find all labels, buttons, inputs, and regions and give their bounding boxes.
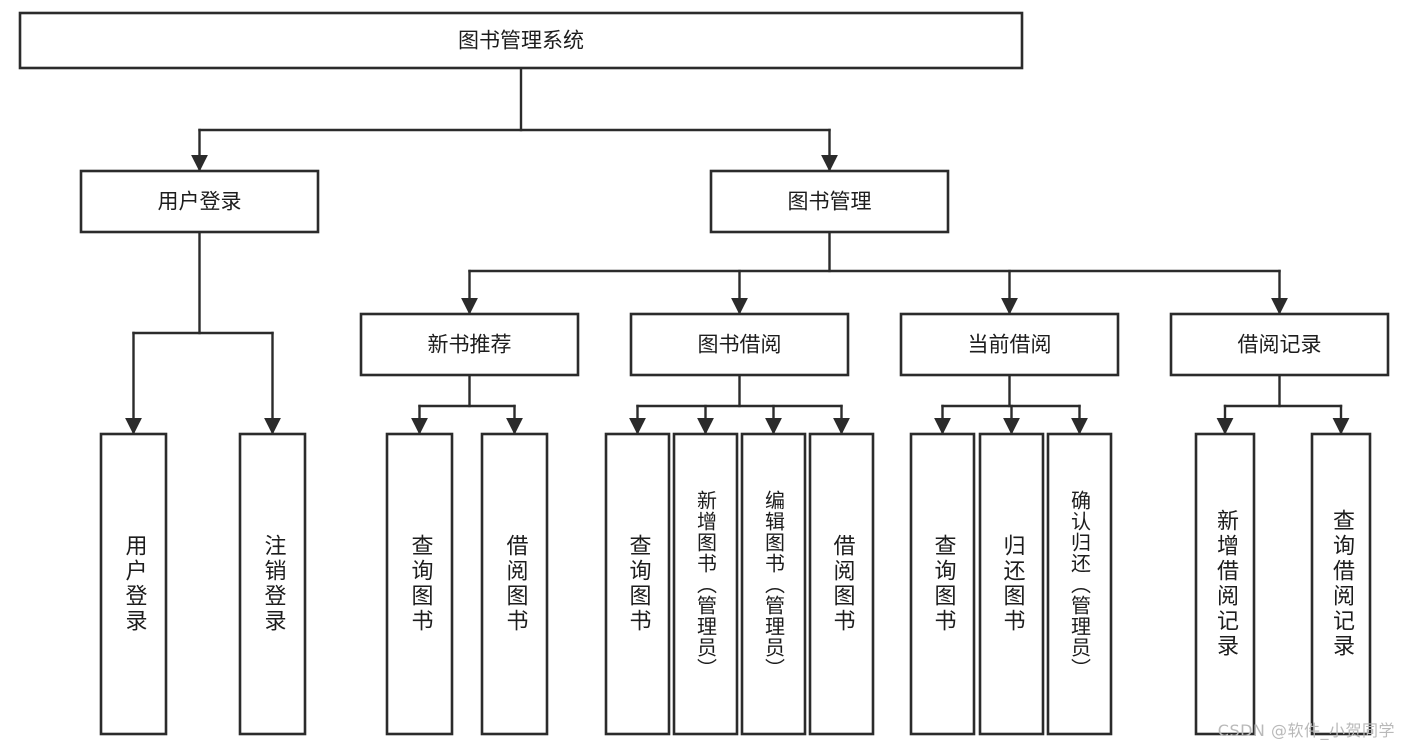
- level3-node-label: 新书推荐: [428, 333, 512, 357]
- leaf-node-box[interactable]: [1046, 432, 1113, 736]
- level3-node-label: 借阅记录: [1238, 333, 1322, 357]
- level3-node-box[interactable]: [1169, 312, 1390, 377]
- level2-node-box[interactable]: [79, 169, 320, 234]
- leaf-node-box[interactable]: [909, 432, 976, 736]
- connector-layer: [125, 66, 1350, 435]
- leaf-node-box[interactable]: [1310, 432, 1372, 736]
- level3-node-box[interactable]: [899, 312, 1120, 377]
- leaf-node-box[interactable]: [1194, 432, 1256, 736]
- node-box-layer: [18, 11, 1390, 736]
- leaf-node-box[interactable]: [978, 432, 1045, 736]
- leaf-node-box[interactable]: [740, 432, 807, 736]
- leaf-node-box[interactable]: [99, 432, 168, 736]
- watermark: CSDN @软件_小贺同学: [1217, 721, 1395, 740]
- root-node-label: 图书管理系统: [458, 29, 584, 53]
- level3-node-box[interactable]: [359, 312, 580, 377]
- level3-node-box[interactable]: [629, 312, 850, 377]
- level2-node-box[interactable]: [709, 169, 950, 234]
- leaf-node-box[interactable]: [808, 432, 875, 736]
- root-node-box[interactable]: [18, 11, 1024, 70]
- level2-node-label: 用户登录: [158, 190, 242, 214]
- level2-node-label: 图书管理: [788, 190, 872, 214]
- level3-node-label: 当前借阅: [968, 333, 1052, 357]
- leaf-node-box[interactable]: [385, 432, 454, 736]
- leaf-node-box[interactable]: [238, 432, 307, 736]
- leaf-node-box[interactable]: [672, 432, 739, 736]
- leaf-node-box[interactable]: [604, 432, 671, 736]
- level3-node-label: 图书借阅: [698, 333, 782, 357]
- leaf-node-box[interactable]: [480, 432, 549, 736]
